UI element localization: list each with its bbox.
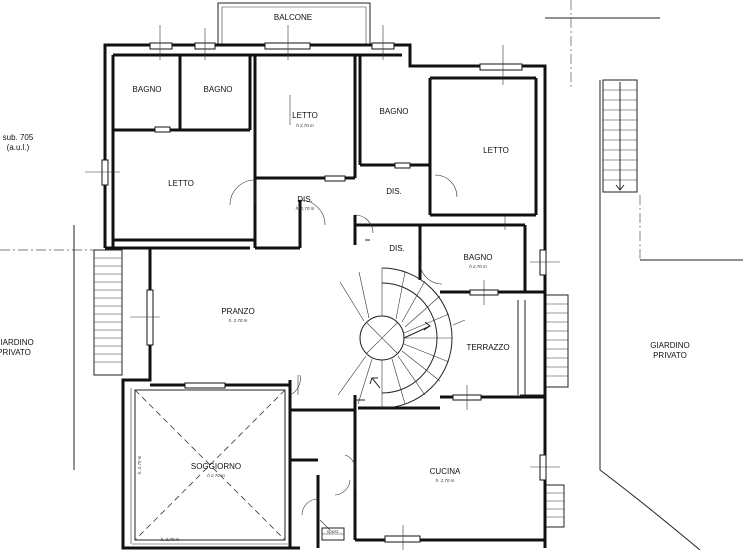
label-dis-1: DIS.: [297, 195, 313, 204]
shutter-left: [93, 249, 123, 376]
door-swings: [229, 174, 458, 531]
soggiorno-diagonals: [130, 388, 288, 545]
label-pranzo: PRANZO: [221, 307, 254, 316]
label-dis-1-h: h. 2,70 m: [296, 206, 315, 211]
wall-ticks: [355, 239, 545, 401]
exterior-labels: sub. 705 (a.u.l.) GIARDINO PRIVATO GIARD…: [0, 133, 690, 360]
label-giardino-left: GIARDINO: [0, 338, 34, 347]
spiral-staircase: [337, 267, 453, 409]
label-bagno-1: BAGNO: [133, 85, 162, 94]
balcone: [217, 2, 371, 45]
label-dis-2: DIS.: [386, 187, 402, 196]
label-ripost: ripost.: [327, 529, 339, 534]
shutter-right-top: [543, 294, 569, 388]
exterior-stair: [602, 79, 638, 193]
label-letto-left: LETTO: [168, 179, 194, 188]
ripostiglio: [321, 527, 345, 541]
shutter-right-bottom: [543, 484, 565, 528]
label-soggiorno: SOGGIORNO: [191, 462, 241, 471]
label-dis-3: DIS.: [389, 244, 405, 253]
label-letto-center: LETTO: [292, 111, 318, 120]
label-giardino-right: GIARDINO: [650, 341, 690, 350]
label-soggiorno-h: h 2,70 m: [207, 473, 225, 478]
label-bagno-4: BAGNO: [464, 253, 493, 262]
label-cucina-h: h. 2,70 m: [436, 478, 455, 483]
label-letto-right: LETTO: [483, 146, 509, 155]
window-marks: [85, 25, 560, 550]
label-soggiorno-dim-left: h. 2,70 m: [137, 455, 142, 474]
label-terrazzo: TERRAZZO: [466, 343, 509, 352]
label-bagno-3: BAGNO: [380, 107, 409, 116]
label-pranzo-h: h. 2,70 m: [229, 318, 248, 323]
label-privato-right: PRIVATO: [653, 351, 687, 360]
label-cucina: CUCINA: [430, 467, 461, 476]
label-letto-center-h: h 2,70 m: [296, 123, 314, 128]
label-privato-left: PRIVATO: [0, 348, 31, 357]
label-sub-705: sub. 705: [3, 133, 34, 142]
inner-walls: [111, 53, 545, 548]
label-aul: (a.u.l.): [7, 143, 30, 152]
label-bagno-2: BAGNO: [204, 85, 233, 94]
windows: [101, 42, 547, 543]
outer-walls: [103, 43, 547, 550]
label-bagno-4-h: h 2,70 m: [469, 264, 487, 269]
label-balcone: BALCONE: [274, 13, 312, 22]
label-soggiorno-dim-bottom: h. 2,70 m: [161, 537, 180, 542]
room-labels: BALCONE BAGNO BAGNO LETTO h 2,70 m BAGNO…: [133, 13, 510, 542]
